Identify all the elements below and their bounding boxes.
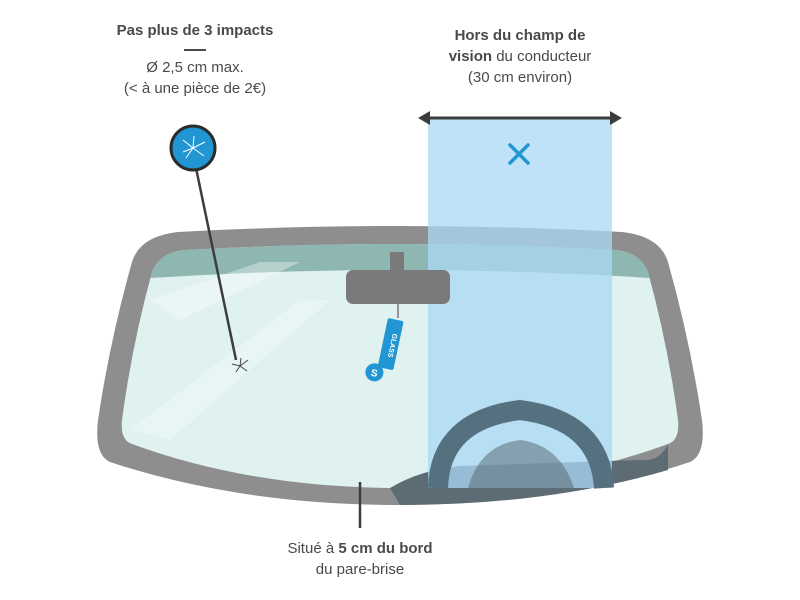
annotation-divider: [184, 49, 206, 51]
edge-distance: 5 cm du bord: [338, 540, 433, 557]
vision-annotation: Hors du champ de vision du conducteur (3…: [415, 25, 625, 88]
air-freshener: S GLASS: [365, 318, 404, 382]
glass-reflection: [150, 262, 300, 320]
vision-width: (30 cm environ): [467, 69, 573, 86]
edge-line2: du pare-brise: [315, 561, 405, 578]
vision-title-line2: vision du conducteur: [415, 46, 625, 67]
arrow-head-right: [610, 111, 622, 125]
impacts-annotation: Pas plus de 3 impacts Ø 2,5 cm max. (< à…: [95, 20, 295, 99]
impacts-size: Ø 2,5 cm max.: [146, 59, 244, 76]
steering-wheel: [428, 399, 614, 489]
edge-prefix: Situé à: [287, 540, 339, 557]
edge-annotation: Situé à 5 cm du bord du pare-brise: [240, 538, 480, 580]
impacts-title: Pas plus de 3 impacts: [116, 22, 274, 39]
vision-bold-word: vision: [448, 48, 493, 65]
vision-driver-text: du conducteur: [492, 48, 592, 65]
impact-pointer-line: [194, 167, 238, 361]
crack-icon: [182, 135, 206, 159]
vision-title-line1: Hors du champ de: [454, 27, 586, 44]
glass-reflection: [130, 300, 330, 440]
svg-text:S: S: [370, 368, 379, 380]
air-freshener-label: GLASS: [386, 333, 398, 358]
edge-line1: Situé à 5 cm du bord: [240, 538, 480, 559]
impacts-coin-comparison: (< à une pièce de 2€): [123, 80, 267, 97]
arrow-head-left: [418, 111, 430, 125]
rear-view-mirror: [346, 270, 450, 304]
impact-mark-icon: [231, 357, 249, 373]
forbidden-x-icon: [508, 143, 530, 165]
steering-wheel-inner: [468, 440, 574, 488]
